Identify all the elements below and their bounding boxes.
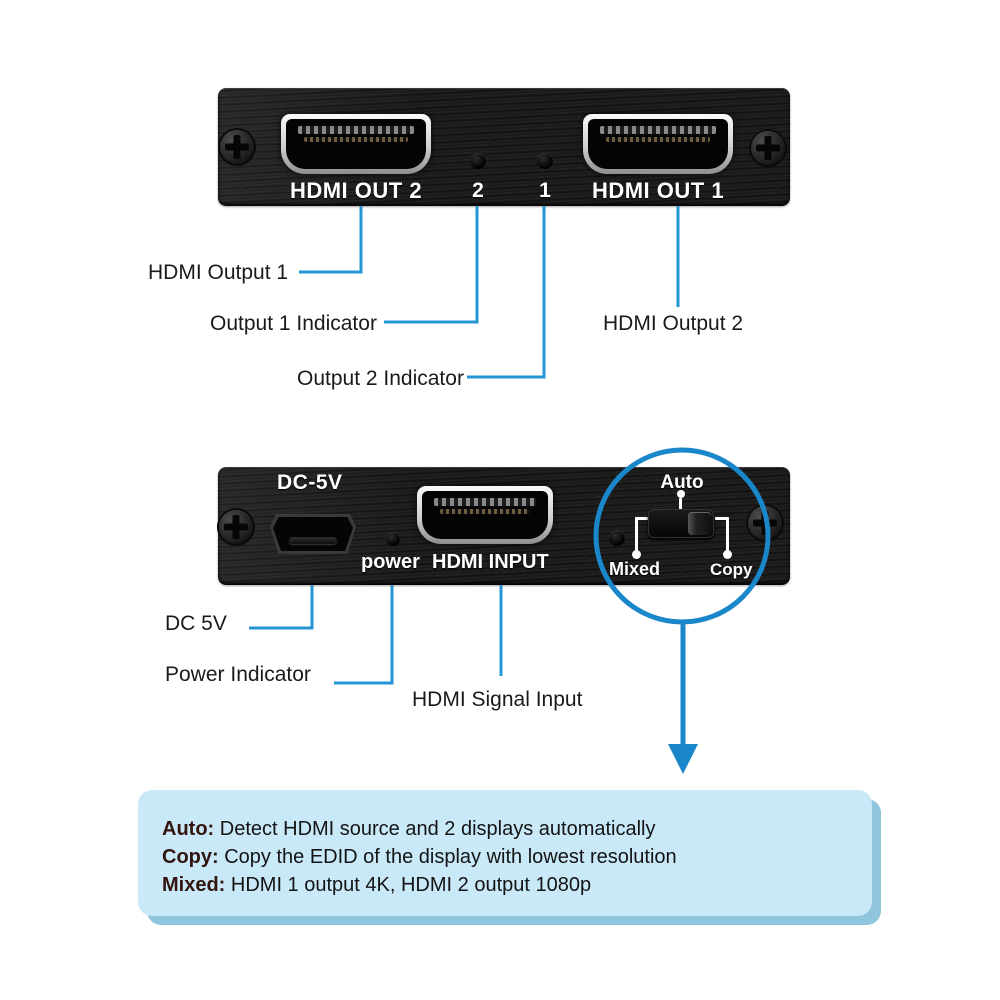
micro-usb-port-slot xyxy=(273,517,353,551)
power-led-icon xyxy=(386,532,400,546)
auto-pointer-dot xyxy=(677,490,685,498)
callout-power-indicator: Power Indicator xyxy=(165,663,311,686)
callout-line-hdmi-output-1 xyxy=(299,206,363,274)
callout-line-output-1-indicator xyxy=(384,206,479,324)
hdmi-input-port xyxy=(417,486,553,544)
callout-line-power-indicator xyxy=(334,585,394,685)
output-2-led-icon xyxy=(470,153,486,169)
edid-mode-switch-knob[interactable] xyxy=(688,512,711,535)
callout-hdmi-signal-input: HDMI Signal Input xyxy=(412,688,583,711)
copy-bracket-side xyxy=(726,517,729,553)
hdmi-input-panel-label: HDMI INPUT xyxy=(432,551,549,573)
hdmi-out-1-port-slot xyxy=(588,119,728,169)
indicator-2-label: 2 xyxy=(472,179,484,202)
info-line-copy: Copy: Copy the EDID of the display with … xyxy=(162,843,872,871)
mixed-bracket-side xyxy=(635,517,638,553)
hdmi-splitter-output-panel: HDMI OUT 2 2 1 HDMI OUT 1 xyxy=(218,88,790,206)
callout-hdmi-output-1: HDMI Output 1 xyxy=(148,261,289,284)
hdmi-input-port-slot xyxy=(422,491,548,539)
hdmi-out-2-label: HDMI OUT 2 xyxy=(289,178,423,203)
indicator-1-label: 1 xyxy=(539,179,551,202)
info-term-copy: Copy: xyxy=(162,846,219,868)
power-panel-label: power xyxy=(361,551,420,573)
arrow-head-icon xyxy=(668,744,698,774)
switch-mixed-label: Mixed xyxy=(609,559,661,579)
mode-led-icon xyxy=(609,530,625,546)
screw-icon xyxy=(218,128,256,166)
hdmi-out-1-label: HDMI OUT 1 xyxy=(591,178,725,203)
callout-line-output-2-indicator xyxy=(467,206,546,379)
info-desc-auto: Detect HDMI source and 2 displays automa… xyxy=(214,818,656,840)
callout-output-2-indicator: Output 2 Indicator xyxy=(297,367,464,390)
hdmi-out-1-port xyxy=(583,114,733,174)
output-1-led-icon xyxy=(537,153,553,169)
mixed-bracket-dot xyxy=(632,550,641,559)
info-term-mixed: Mixed: xyxy=(162,874,226,896)
callout-dc-5v: DC 5V xyxy=(165,612,227,635)
copy-bracket-dot xyxy=(723,550,732,559)
info-desc-copy: Copy the EDID of the display with lowest… xyxy=(218,846,677,868)
hdmi-out-2-port xyxy=(281,114,431,174)
screw-icon xyxy=(217,508,255,546)
micro-usb-power-port xyxy=(270,514,356,554)
info-term-auto: Auto: xyxy=(162,818,215,840)
hdmi-out-2-port-slot xyxy=(286,119,426,169)
callout-line-dc-5v xyxy=(249,585,314,630)
dc-5v-panel-label: DC-5V xyxy=(277,471,343,494)
info-line-auto: Auto: Detect HDMI source and 2 displays … xyxy=(162,815,872,843)
edid-modes-info-box: Auto: Detect HDMI source and 2 displays … xyxy=(138,790,872,916)
hdmi-splitter-input-panel: DC-5V power HDMI INPUT Auto Mixed Copy xyxy=(217,467,790,585)
info-line-mixed: Mixed: HDMI 1 output 4K, HDMI 2 output 1… xyxy=(162,871,872,899)
screw-icon xyxy=(749,129,787,167)
screw-icon xyxy=(746,504,784,542)
info-desc-mixed: HDMI 1 output 4K, HDMI 2 output 1080p xyxy=(225,874,592,896)
switch-copy-label: Copy xyxy=(710,560,753,579)
edid-mode-switch[interactable] xyxy=(648,509,714,538)
callout-output-1-indicator: Output 1 Indicator xyxy=(210,312,377,335)
callout-hdmi-output-2: HDMI Output 2 xyxy=(603,312,744,335)
